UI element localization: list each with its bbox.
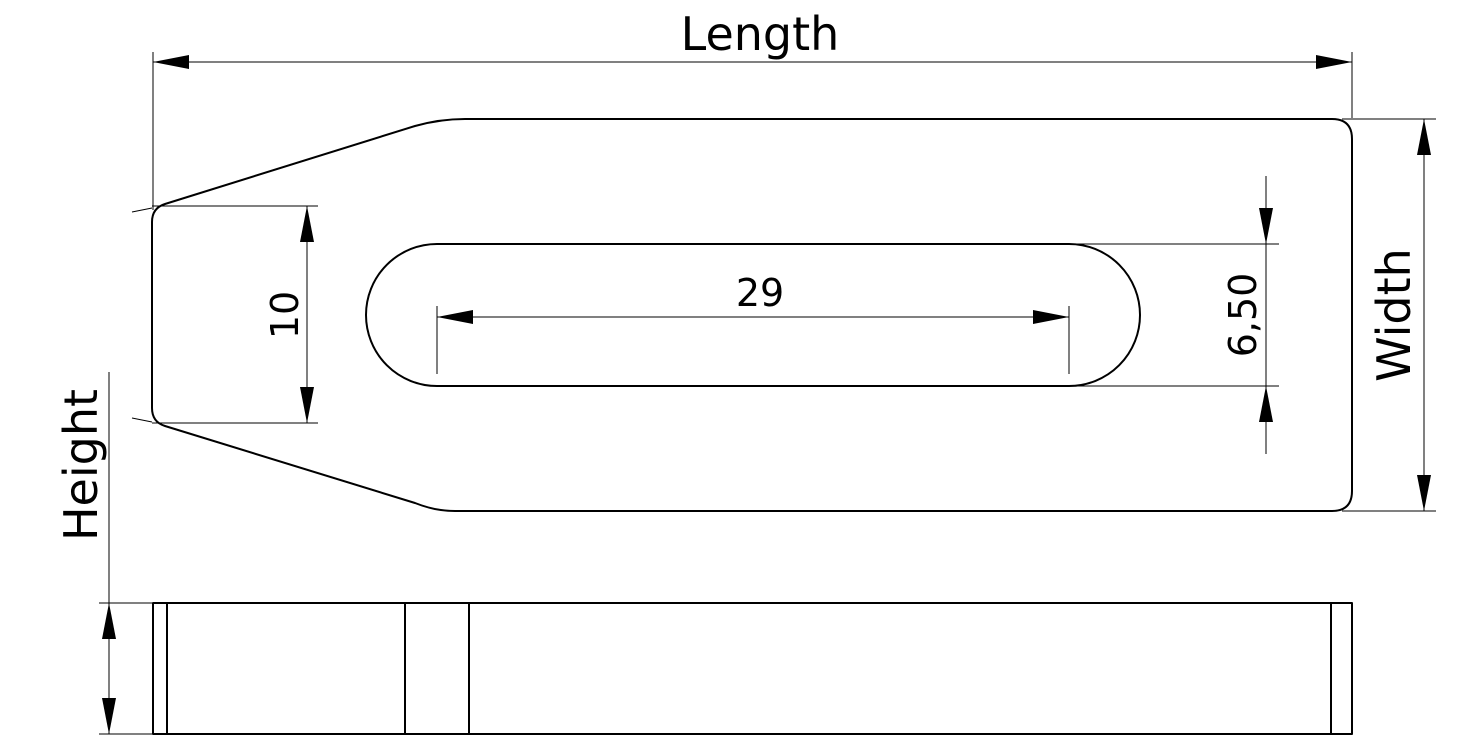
length-dimension: Length [152,7,1353,210]
width-dimension: Width [1342,118,1436,512]
slot-outline [365,243,1141,387]
width-label: Width [1367,248,1421,382]
top-view-outline [151,118,1353,512]
slot-width-label: 6,50 [1221,273,1265,358]
height-dimension: Height [54,372,152,735]
slot-width-dimension: 6,50 [1075,176,1279,454]
slot-length-dimension: 29 [436,271,1070,374]
front-view [152,602,1353,735]
end-width-label: 10 [263,291,307,339]
front-view-outline [152,602,1353,735]
height-label: Height [54,389,108,541]
slot-length-label: 29 [736,271,784,315]
top-view [151,118,1353,512]
length-label: Length [681,7,840,61]
end-width-dimension: 10 [131,205,318,424]
